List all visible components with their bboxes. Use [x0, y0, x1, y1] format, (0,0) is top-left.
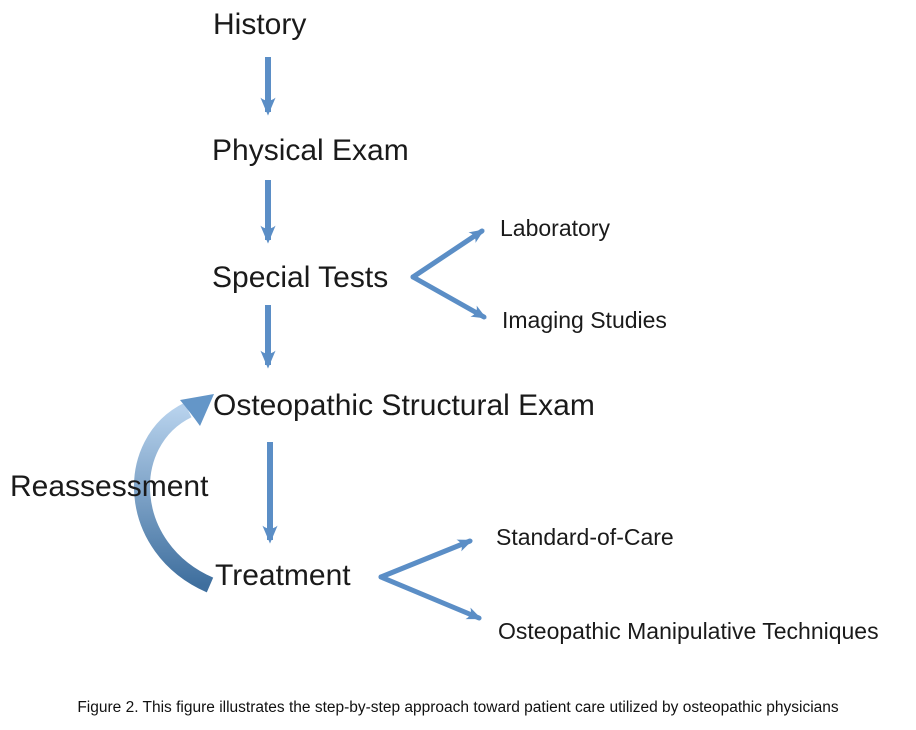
branch-osteopathic-manipulative-techniques: Osteopathic Manipulative Techniques: [498, 618, 879, 644]
branch-imaging-studies: Imaging Studies: [502, 307, 667, 333]
branch-laboratory: Laboratory: [500, 215, 610, 241]
reassessment-loop-arrow: [134, 394, 214, 593]
step-osteopathic-structural-exam: Osteopathic Structural Exam: [213, 389, 595, 422]
step-history: History: [213, 8, 307, 41]
branch-standard-of-care: Standard-of-Care: [496, 524, 674, 550]
reassessment-loop-arrowhead: [180, 394, 214, 426]
arrow-special-tests-to-imaging-studies: [410, 274, 487, 320]
step-treatment: Treatment: [215, 559, 351, 592]
arrow-treatment-to-manipulative-techniques: [378, 574, 482, 621]
step-physical-exam: Physical Exam: [212, 134, 409, 167]
arrow-special-tests-to-laboratory: [410, 228, 485, 280]
arrow-treatment-to-standard-of-care: [378, 538, 473, 580]
reassessment-loop-curve: [134, 402, 214, 593]
step-special-tests: Special Tests: [212, 261, 389, 294]
loop-label-reassessment: Reassessment: [10, 470, 209, 503]
figure-caption: Figure 2. This figure illustrates the st…: [77, 699, 839, 716]
